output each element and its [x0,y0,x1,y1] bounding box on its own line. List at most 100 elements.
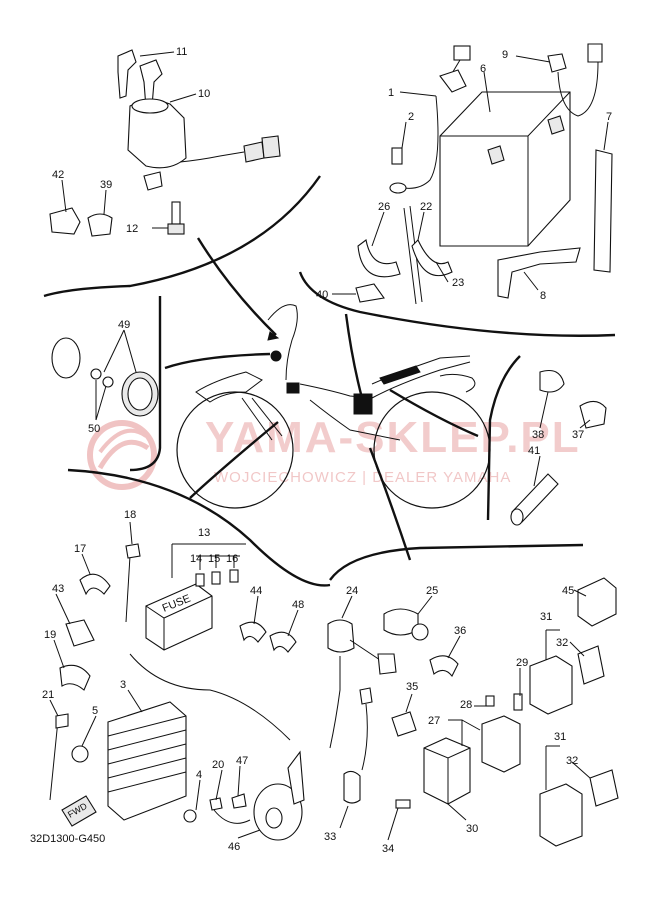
callout-25: 25 [426,585,438,597]
callout-1: 1 [388,87,394,99]
watermark: YAMA-SKLEP.PL WOJCIECHOWICZ | DEALER YAM… [87,413,579,490]
callout-29: 29 [516,657,528,669]
tube-group [510,369,607,526]
callout-30: 30 [466,823,478,835]
fuse-box-group: FUSE [129,543,291,741]
bolt-part [71,745,89,763]
callout-28: 28 [460,699,472,711]
callout-31-upper: 31 [540,611,552,623]
callout-12: 12 [126,223,138,235]
callout-37: 37 [572,429,584,441]
callout-2: 2 [408,111,414,123]
bolt-part [171,201,181,225]
callout-41: 41 [528,445,540,457]
callout-39: 39 [100,179,112,191]
clamp-part [429,655,459,678]
small-parts-left: FWD [49,543,305,841]
callout-33: 33 [324,831,336,843]
callout-7: 7 [606,111,612,123]
clamp-part [59,664,91,691]
callout-9: 9 [502,49,508,61]
diagram-code: 32D1300-G450 [30,833,105,845]
region-dividers [43,175,616,587]
motorcycle-part-marker [270,350,282,362]
key-part [139,59,163,109]
clamp-part [79,573,111,596]
callout-44: 44 [250,585,262,597]
callout-35: 35 [406,681,418,693]
battery-group [355,43,613,305]
callout-43: 43 [52,583,64,595]
relay-part [423,737,471,805]
fuse-connector-part [453,45,471,61]
callout-48: 48 [292,599,304,611]
callout-40: 40 [316,289,328,301]
relay-part [529,655,573,715]
callout-3: 3 [120,679,126,691]
callout-21: 21 [42,689,54,701]
callout-47: 47 [236,755,248,767]
callout-17: 17 [74,543,86,555]
bolt-part [391,147,403,165]
motorcycle-silhouette [176,304,491,509]
clamp-part [239,621,267,643]
motorcycle-part-marker [286,382,300,394]
callout-20: 20 [212,759,224,771]
callout-5: 5 [92,705,98,717]
clamp-part [65,619,95,647]
clamp-part [355,283,385,303]
battery-bracket-part [497,247,581,299]
callout-46: 46 [228,841,240,853]
callout-26: 26 [378,201,390,213]
motorcycle-part-marker [353,393,373,415]
callout-14: 14 [190,553,202,565]
callout-18: 18 [124,509,136,521]
battery-body [439,91,571,247]
fwd-arrow [61,795,97,827]
reflector-part [51,337,81,379]
bolt-part [183,809,197,823]
callout-34: 34 [382,843,394,855]
callout-24: 24 [346,585,358,597]
callout-labels: 11 10 42 39 12 1 2 6 9 7 8 26 22 23 40 4… [42,46,612,855]
starter-relay-part [481,715,521,773]
callout-10: 10 [198,88,210,100]
callout-31-lower: 31 [554,731,566,743]
callout-23: 23 [452,277,464,289]
callout-15: 15 [208,553,220,565]
callout-32-lower: 32 [566,755,578,767]
watermark-logo [87,420,157,490]
relay-part [539,783,583,847]
callout-42: 42 [52,169,64,181]
relay-part [577,577,617,627]
clamp-part [579,400,607,429]
key-part [117,49,137,99]
callout-32-upper: 32 [556,637,568,649]
callout-11: 11 [176,46,187,58]
callout-8: 8 [540,290,546,302]
clamp-part [87,213,113,237]
watermark-dealer: WOJCIECHOWICZ | DEALER YAMAHA [214,469,511,486]
callout-45: 45 [562,585,574,597]
main-switch-group [49,49,281,237]
callout-27: 27 [428,715,440,727]
callout-36: 36 [454,625,466,637]
reflector-group [51,337,159,417]
callout-4: 4 [196,769,202,781]
front-wheel [176,391,294,509]
callout-leaders [49,51,609,841]
sensor-part [343,770,361,804]
callout-16: 16 [226,553,238,565]
callout-49: 49 [118,319,130,331]
callout-22: 22 [420,201,432,213]
callout-6: 6 [480,63,486,75]
callout-50: 50 [88,423,100,435]
callout-13: 13 [198,527,210,539]
battery-band-part [593,149,613,273]
sensor-part [327,619,355,653]
relay-group [327,577,619,847]
clamp-part [49,207,81,235]
bolt-part [395,799,411,809]
fuse-box-part [145,583,213,651]
